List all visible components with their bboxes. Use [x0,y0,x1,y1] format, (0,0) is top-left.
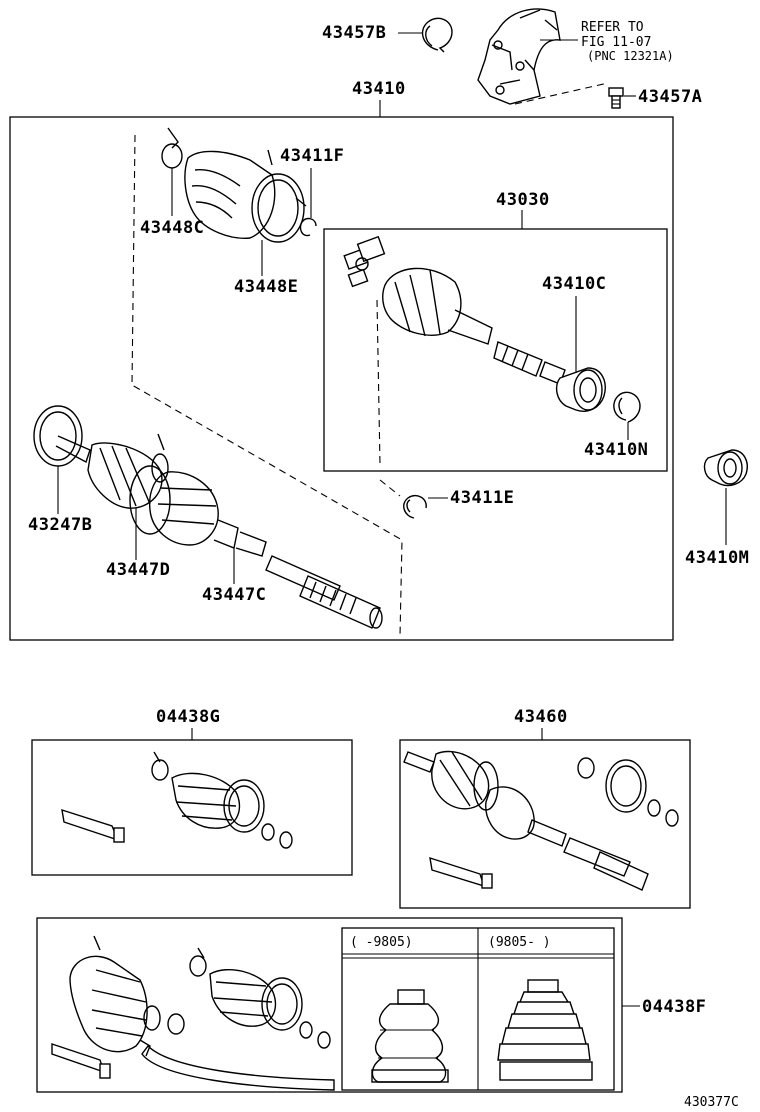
label-43460: 43460 [514,707,568,727]
label-43410: 43410 [352,79,406,99]
date-after-label: (9805- ) [488,935,551,950]
date-before-label: ( -9805) [350,935,413,950]
assembly-43030-box [323,228,668,472]
refer-line-1: REFER TO [581,20,644,35]
kit-04438F-box [36,917,623,1093]
label-43447C: 43447C [202,585,266,605]
refer-line-2: FIG 11-07 [581,35,651,50]
label-43410C: 43410C [542,274,606,294]
snap-ring-43411E [403,494,427,519]
label-43411F: 43411F [280,146,344,166]
kit-43460-parts [403,750,679,891]
kit-04438F-parts [51,935,335,1091]
boot-before-9805 [371,989,449,1083]
label-43410N: 43410N [584,440,648,460]
kit-04438G-parts [61,751,293,849]
bearing-43410C [555,367,606,412]
label-43247B: 43247B [28,515,92,535]
outer-cv-joint-boot [55,433,383,629]
snap-ring-43410N [613,391,641,423]
bearing-43410M [703,449,748,487]
bracket-reference-illustration [477,8,561,105]
outer-joint-housing [382,267,566,385]
label-43411E: 43411E [450,488,514,508]
label-04438F: 04438F [642,997,706,1017]
bolt-43457A [608,87,624,109]
figure-code: 430377C [684,1095,739,1110]
label-43030: 43030 [496,190,550,210]
kit-43460-box [399,739,691,909]
clip-43457B [421,17,453,53]
label-43410M: 43410M [685,548,749,568]
label-43448E: 43448E [234,277,298,297]
boot-after-9805 [497,979,593,1081]
label-04438G: 04438G [156,707,220,727]
label-43448C: 43448C [140,218,204,238]
inner-boot-43448 [161,127,317,243]
label-43457A: 43457A [638,87,702,107]
refer-line-3: (PNC 12321A) [587,49,674,63]
assembly-43410-box [9,116,674,641]
kit-04438G-box [31,739,353,876]
label-43457B: 43457B [322,23,386,43]
label-43447D: 43447D [106,560,170,580]
tripod-joint [343,235,386,288]
